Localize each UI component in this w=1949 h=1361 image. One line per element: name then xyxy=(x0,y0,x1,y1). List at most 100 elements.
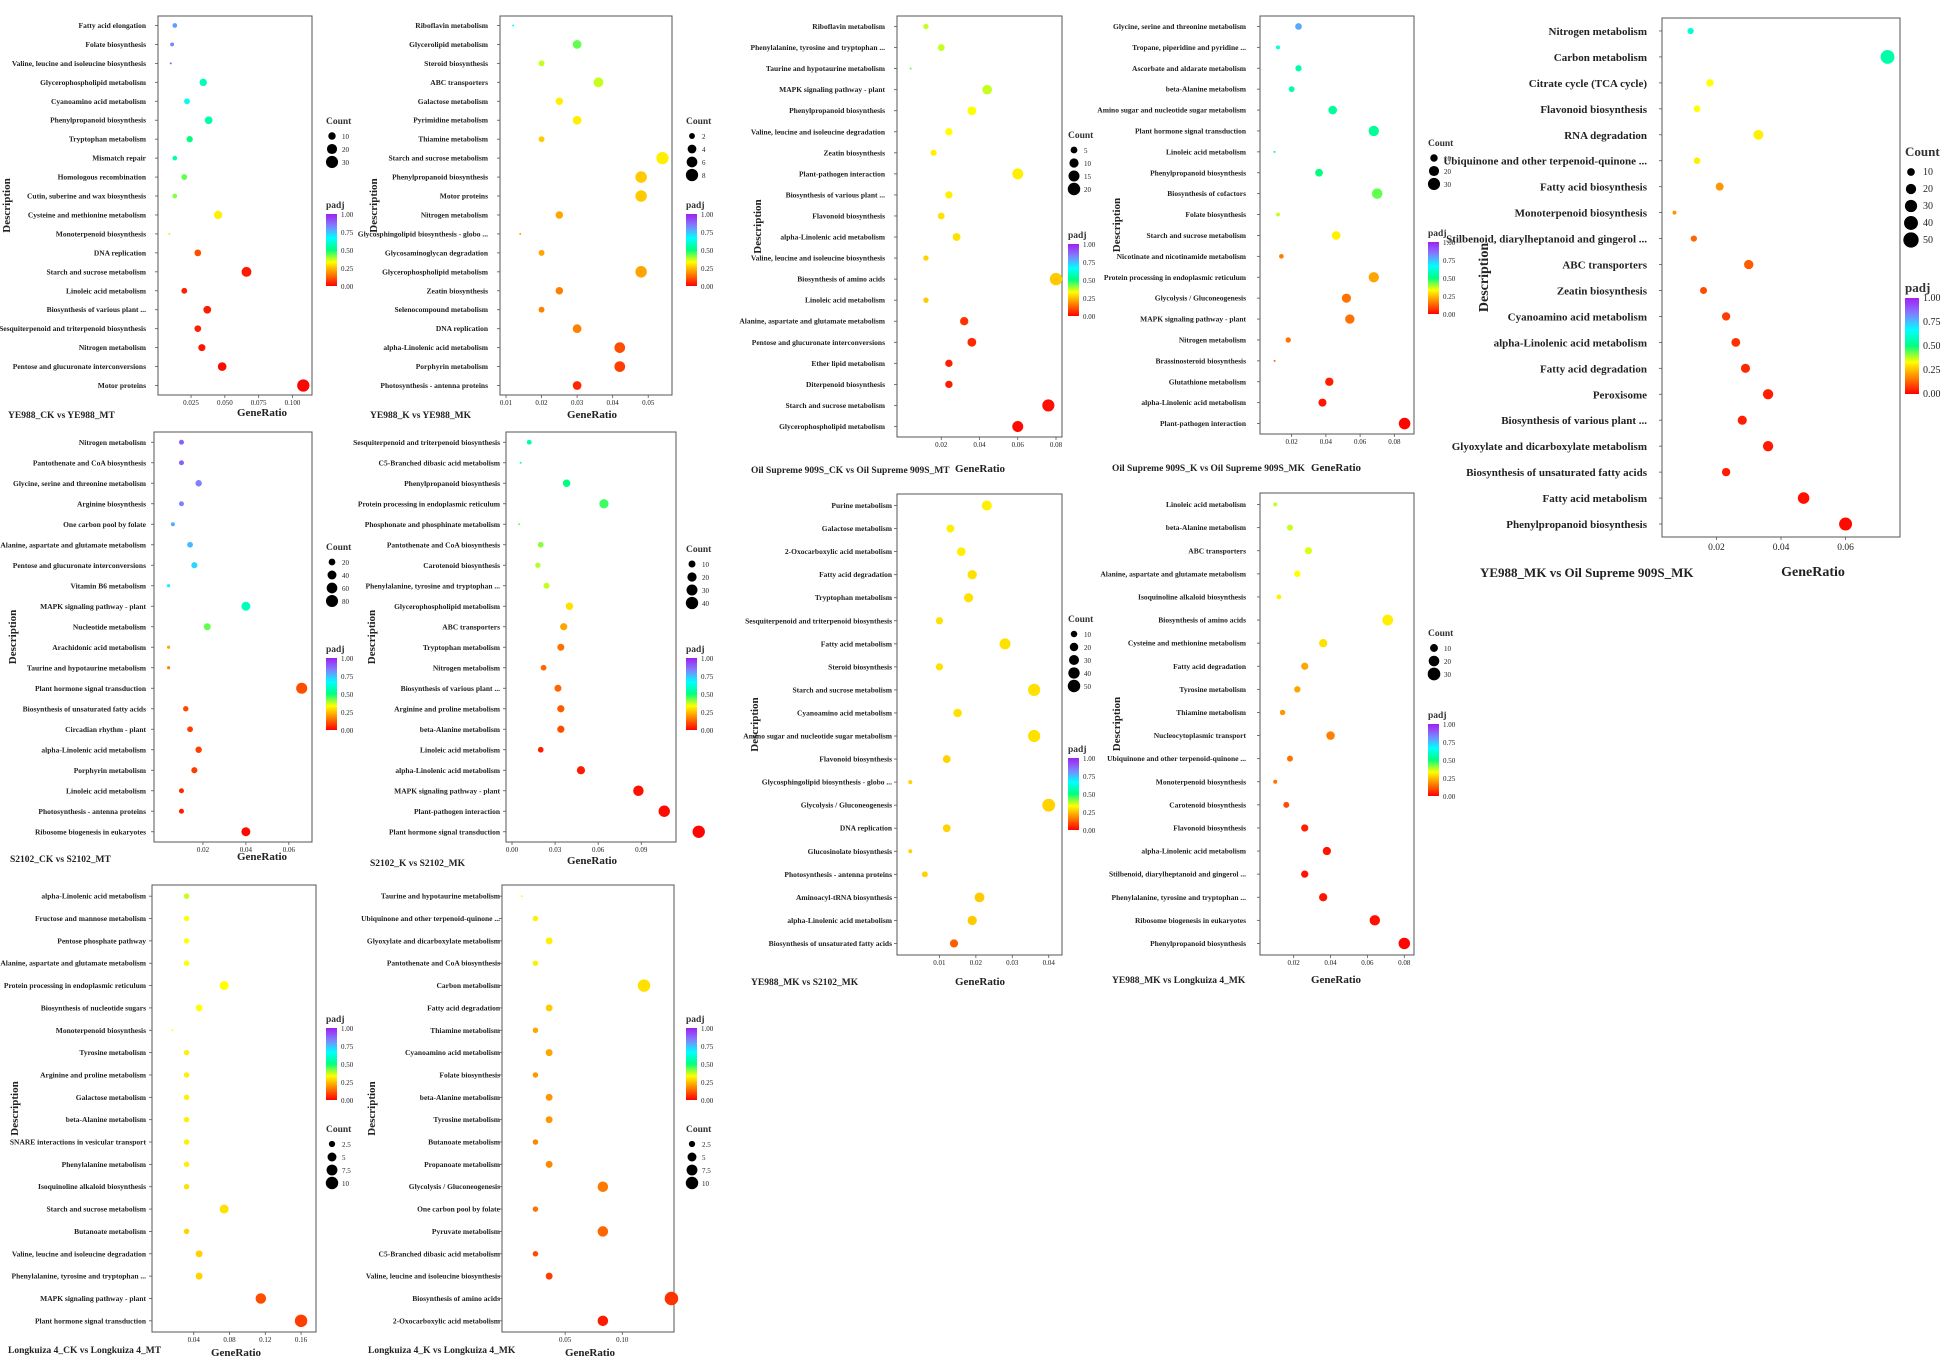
plot-frame xyxy=(896,15,1063,438)
padj-tick-label: 1.00 xyxy=(1083,755,1096,763)
enrichment-point xyxy=(545,1004,553,1012)
count-legend-dot xyxy=(686,584,698,596)
count-legend-label: 10 xyxy=(1084,160,1092,168)
count-legend-title: Count xyxy=(686,1125,712,1135)
count-legend-label: 10 xyxy=(1084,631,1092,639)
count-legend-dot xyxy=(1903,232,1919,248)
term-label: alpha-Linolenic acid metabolism xyxy=(383,343,488,352)
count-legend-label: 10 xyxy=(342,1180,350,1188)
x-tick-label: 0.06 xyxy=(592,846,605,854)
enrichment-point xyxy=(572,324,582,334)
term-label: Linoleic acid metabolism xyxy=(420,745,501,754)
padj-tick-label: 0.00 xyxy=(701,727,714,735)
x-tick-label: 0.10 xyxy=(616,1336,629,1344)
term-label: One carbon pool by folate xyxy=(63,520,147,529)
panel-caption: YE988_MK vs Longkuiza 4_MK xyxy=(1112,976,1246,986)
term-label: beta-Alanine metabolism xyxy=(1166,85,1247,94)
term-label: alpha-Linolenic acid metabolism xyxy=(1494,337,1647,349)
enrichment-point xyxy=(1368,272,1379,283)
term-label: Valine, leucine and isoleucine biosynthe… xyxy=(12,59,146,68)
term-label: Alanine, aspartate and glutamate metabol… xyxy=(739,317,885,326)
term-label: Purine metabolism xyxy=(831,501,892,510)
plot-frame xyxy=(896,493,1063,956)
term-label: Glycerophospholipid metabolism xyxy=(779,422,886,431)
term-label: Plant hormone signal transduction xyxy=(35,1316,147,1325)
enrichment-point xyxy=(183,1183,190,1190)
enrichment-point xyxy=(1276,212,1280,217)
term-label: Starch and sucrose metabolism xyxy=(388,154,488,163)
term-label: Fatty acid degradation xyxy=(427,1003,501,1012)
enrichment-point xyxy=(543,582,550,589)
term-label: beta-Alanine metabolism xyxy=(66,1115,147,1124)
term-label: Alanine, aspartate and glutamate metabol… xyxy=(0,540,146,549)
term-label: Pentose and glucuronate interconversions xyxy=(13,362,146,371)
term-label: Arginine and proline metabolism xyxy=(394,704,501,713)
term-label: Ribosome biogenesis in eukaryotes xyxy=(1135,916,1246,925)
padj-tick-label: 0.25 xyxy=(341,709,354,717)
term-label: Tryptophan metabolism xyxy=(423,643,501,652)
term-label: Cysteine and methionine metabolism xyxy=(28,210,147,219)
term-label: alpha-Linolenic acid metabolism xyxy=(395,766,500,775)
count-legend-dot xyxy=(1904,199,1918,213)
enrichment-point xyxy=(1294,570,1301,578)
enrichment-point xyxy=(219,1204,229,1214)
enrichment-point xyxy=(555,97,564,106)
enrichment-point xyxy=(1295,23,1302,30)
term-label: Fatty acid biosynthesis xyxy=(1540,182,1648,194)
enrichment-point xyxy=(538,136,545,143)
term-label: MAPK signaling pathway - plant xyxy=(394,786,500,795)
enrichment-point xyxy=(942,824,951,833)
enrichment-point xyxy=(169,62,172,65)
term-label: Starch and sucrose metabolism xyxy=(1146,231,1246,240)
term-label: Pentose phosphate pathway xyxy=(57,936,146,945)
term-label: Galactose metabolism xyxy=(76,1093,147,1102)
enrichment-point xyxy=(1028,729,1041,743)
enrichment-point xyxy=(1322,846,1331,856)
enrichment-point xyxy=(183,1049,190,1056)
x-axis-title: GeneRatio xyxy=(237,851,288,863)
padj-colorbar xyxy=(1905,298,1919,394)
x-tick-label: 0.04 xyxy=(1320,438,1333,446)
count-legend-label: 10 xyxy=(1444,645,1452,653)
count-legend-label: 20 xyxy=(1444,658,1452,666)
padj-tick-label: 0.25 xyxy=(341,1079,354,1087)
count-legend-label: 40 xyxy=(1923,218,1933,229)
padj-tick-label: 0.50 xyxy=(1083,791,1096,799)
enrichment-point xyxy=(195,746,202,753)
x-tick-label: 0.01 xyxy=(933,959,946,967)
enrichment-point xyxy=(1368,125,1379,137)
count-legend-label: 10 xyxy=(1444,155,1452,163)
padj-tick-label: 0.25 xyxy=(701,709,714,717)
x-tick-label: 0.08 xyxy=(1388,438,1401,446)
term-label: Fatty acid metabolism xyxy=(821,639,893,648)
term-label: Fatty acid degradation xyxy=(1173,662,1247,671)
padj-tick-label: 0.50 xyxy=(1443,757,1456,765)
term-label: Cyanoamino acid metabolism xyxy=(51,97,147,106)
term-label: Phenylpropanoid biosynthesis xyxy=(1150,939,1246,948)
term-label: alpha-Linolenic acid metabolism xyxy=(780,233,885,242)
enrichment-point xyxy=(1797,492,1810,504)
enrichment-point xyxy=(953,708,962,718)
padj-legend-title: padj xyxy=(1068,231,1086,241)
enrichment-point xyxy=(241,827,251,837)
term-label: SNARE interactions in vesicular transpor… xyxy=(10,1138,147,1147)
term-label: Isoquinoline alkaloid biosynthesis xyxy=(1138,592,1246,601)
term-label: Nucleotide metabolism xyxy=(73,622,147,631)
term-label: Carotenoid biosynthesis xyxy=(423,561,500,570)
padj-tick-label: 0.00 xyxy=(1083,827,1096,835)
padj-tick-label: 0.75 xyxy=(1923,317,1941,328)
x-tick-label: 0.01 xyxy=(500,399,513,407)
term-label: alpha-Linolenic acid metabolism xyxy=(787,916,892,925)
x-tick-label: 0.025 xyxy=(183,399,199,407)
enrichment-point xyxy=(945,128,953,136)
x-tick-label: 0.06 xyxy=(1361,959,1374,967)
enrichment-point xyxy=(1301,824,1309,832)
padj-legend-title: padj xyxy=(326,201,344,211)
count-legend-label: 80 xyxy=(342,598,350,606)
count-legend-dot xyxy=(1068,654,1080,666)
count-legend-dot xyxy=(1069,158,1079,168)
x-tick-label: 0.00 xyxy=(506,846,519,854)
term-label: Biosynthesis of amino acids xyxy=(1158,616,1246,625)
term-label: 2-Oxocarboxylic acid metabolism xyxy=(785,547,893,556)
